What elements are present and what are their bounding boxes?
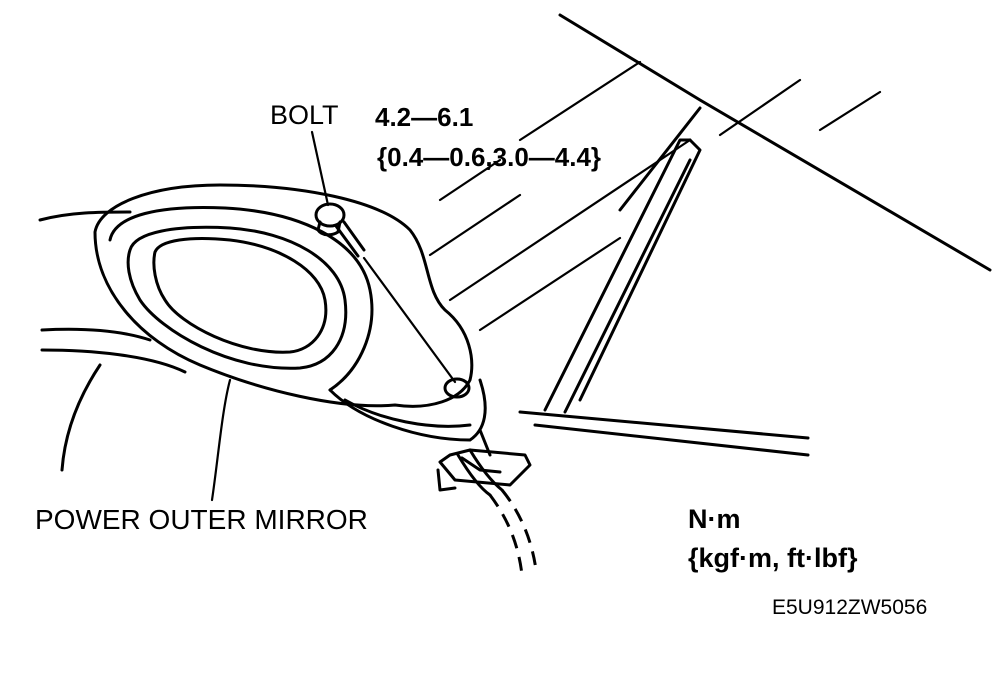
mirror-housing (93, 183, 487, 442)
harness-connector (436, 428, 532, 492)
torque-value-alt-units: {0.4—0.6,3.0—4.4} (377, 142, 602, 172)
leader-lines (210, 130, 330, 502)
torque-value-nm: 4.2—6.1 (375, 102, 474, 132)
units-secondary-label: {kgf·m, ft·lbf} (688, 543, 858, 573)
wiring-harness (456, 448, 538, 576)
units-primary-label: N·m (688, 504, 741, 534)
door-frame-lines (518, 13, 992, 457)
glass-hatch-lines (428, 60, 882, 332)
bolt-label: BOLT (270, 100, 339, 130)
bolt-icon (314, 202, 457, 384)
body-panel-lines (38, 210, 187, 472)
figure-code: E5U912ZW5056 (772, 596, 928, 619)
part-name-label: POWER OUTER MIRROR (35, 504, 368, 535)
